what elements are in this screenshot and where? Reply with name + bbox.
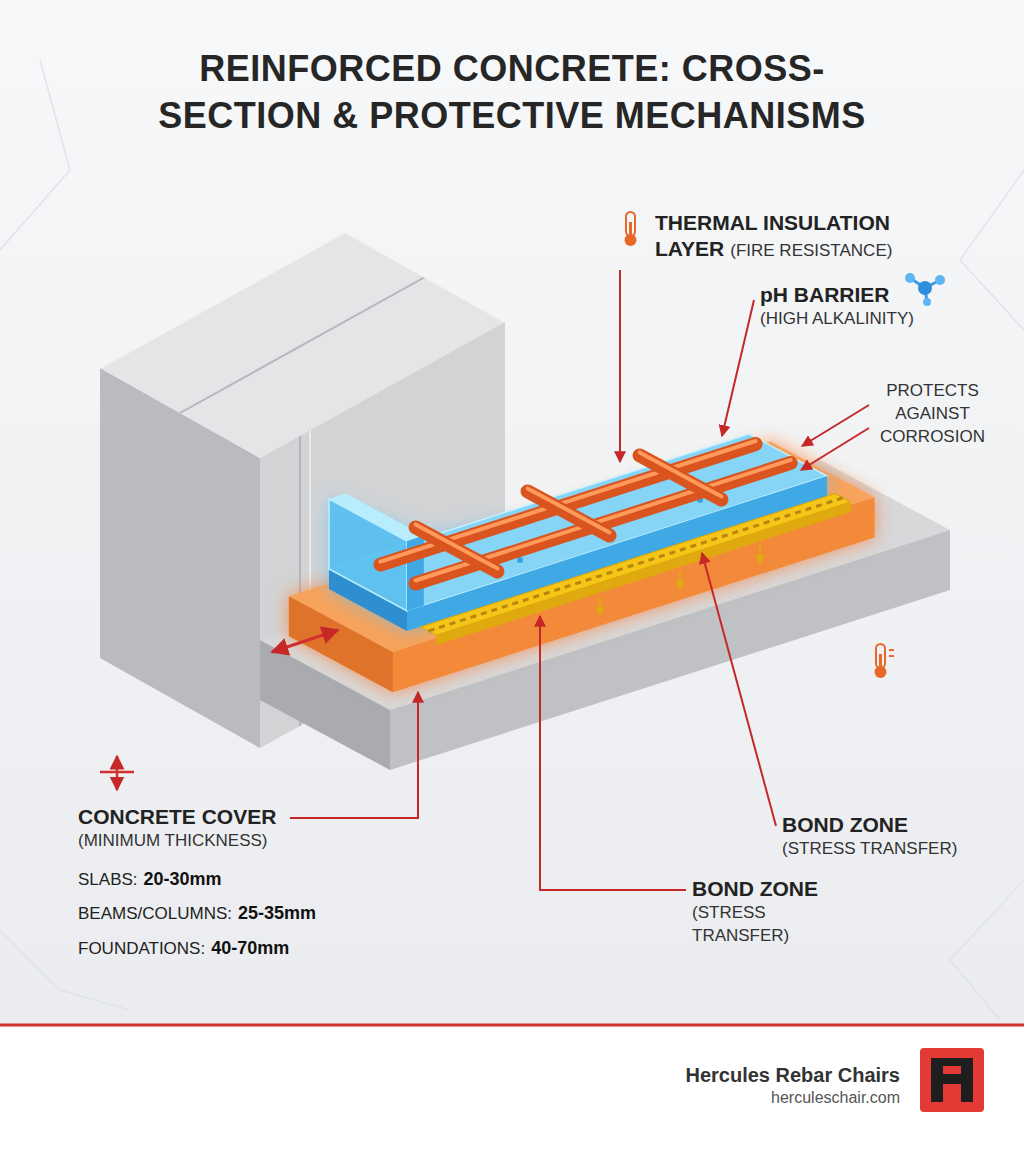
diagram-title: REINFORCED CONCRETE: CROSS-SECTION & PRO… bbox=[40, 46, 984, 140]
cover-icon bbox=[100, 756, 134, 790]
leader-line bbox=[801, 428, 869, 470]
thermometer-icon bbox=[879, 654, 882, 670]
joint-line bbox=[180, 277, 425, 413]
ph-barrier bbox=[329, 494, 424, 541]
brand-name: Hercules Rebar Chairs bbox=[685, 1064, 900, 1086]
thermometer-icon bbox=[875, 644, 895, 678]
cover-icon bbox=[116, 756, 119, 790]
background-line bbox=[0, 60, 70, 250]
rebar-highlight bbox=[640, 452, 722, 496]
label-row: herculeschair.com bbox=[685, 1088, 900, 1109]
load-arrow bbox=[759, 545, 761, 564]
logo-mark bbox=[931, 1058, 943, 1102]
rebar-highlight bbox=[528, 488, 610, 532]
label-row: SLABS: 20-30mm bbox=[78, 868, 316, 891]
leader-line bbox=[290, 692, 418, 818]
footer-rule bbox=[0, 1024, 1024, 1027]
leader-line bbox=[722, 300, 754, 436]
callout-group: THERMAL INSULATION LAYER(FIRE RESISTANCE… bbox=[655, 210, 955, 263]
cover-value: 20-30mm bbox=[144, 869, 222, 889]
logo-mark bbox=[943, 1074, 961, 1084]
leader-line bbox=[702, 553, 776, 826]
logo-mark bbox=[943, 1058, 961, 1066]
label-row: PROTECTS AGAINST CORROSION bbox=[875, 380, 990, 449]
callout-note: (HIGH ALKALINITY) bbox=[760, 309, 914, 328]
rebar bbox=[416, 463, 791, 584]
thermometer-icon bbox=[625, 212, 637, 246]
label-row: BOND ZONE bbox=[782, 812, 957, 838]
logo-box bbox=[920, 1048, 984, 1112]
label-row: (MINIMUM THICKNESS) bbox=[78, 830, 276, 853]
callout-group: PROTECTS AGAINST CORROSION bbox=[875, 380, 990, 449]
label-row: pH BARRIER bbox=[760, 282, 914, 308]
callout-group: Hercules Rebar Chairs herculeschair.com bbox=[685, 1062, 900, 1109]
label-row: CONCRETE COVER bbox=[78, 804, 276, 830]
callout-group: BOND ZONE (STRESS TRANSFER) bbox=[782, 812, 957, 861]
cover-element: FOUNDATIONS: bbox=[78, 939, 205, 958]
molecule-icon bbox=[923, 298, 931, 306]
leader-line bbox=[619, 270, 621, 462]
molecule-icon bbox=[905, 273, 945, 306]
leader-line bbox=[540, 616, 686, 890]
ph-barrier bbox=[407, 476, 827, 631]
callout-title: pH BARRIER bbox=[760, 283, 890, 306]
background-line bbox=[960, 170, 1024, 330]
brand-url: herculeschair.com bbox=[771, 1089, 900, 1106]
logo-mark bbox=[961, 1058, 973, 1102]
thermometer-icon bbox=[889, 649, 894, 651]
callout-note: (MINIMUM THICKNESS) bbox=[78, 831, 268, 850]
load-arrow bbox=[599, 597, 601, 616]
callout-group: pH BARRIER (HIGH ALKALINITY) bbox=[760, 282, 914, 331]
callout-group: CONCRETE COVER (MINIMUM THICKNESS) bbox=[78, 804, 276, 853]
background bbox=[0, 0, 1024, 1026]
rebar bbox=[640, 455, 722, 499]
label-row: (STRESS TRANSFER) bbox=[782, 838, 957, 861]
cover-element: BEAMS/COLUMNS: bbox=[78, 904, 232, 923]
callout-note: PROTECTS AGAINST CORROSION bbox=[880, 381, 985, 446]
label-row: BEAMS/COLUMNS: 25-35mm bbox=[78, 902, 316, 925]
rebar bbox=[528, 491, 610, 535]
callout-note: (STRESS TRANSFER) bbox=[782, 839, 957, 858]
callout-title: BOND ZONE bbox=[692, 877, 818, 900]
label-row: Hercules Rebar Chairs bbox=[685, 1062, 900, 1088]
leader-line bbox=[802, 405, 869, 446]
label-row: FOUNDATIONS: 40-70mm bbox=[78, 937, 316, 960]
callout-note: (FIRE RESISTANCE) bbox=[730, 241, 892, 260]
rebar-highlight bbox=[416, 460, 791, 581]
cover-value: 25-35mm bbox=[238, 903, 316, 923]
callout-title: BOND ZONE bbox=[782, 813, 908, 836]
rebar-highlight bbox=[416, 524, 498, 568]
molecule-icon bbox=[935, 275, 945, 285]
load-arrow bbox=[679, 571, 681, 590]
edge-highlight bbox=[100, 232, 505, 368]
background-line bbox=[950, 880, 1024, 1020]
label-row: (STRESS TRANSFER) bbox=[692, 902, 832, 948]
molecule-icon bbox=[905, 273, 915, 283]
cover-value: 40-70mm bbox=[211, 938, 289, 958]
cover-element: SLABS: bbox=[78, 870, 138, 889]
thermometer-icon bbox=[629, 222, 632, 238]
rebar bbox=[416, 527, 498, 571]
label-row: BOND ZONE bbox=[692, 876, 832, 902]
callout-note: (STRESS TRANSFER) bbox=[692, 903, 789, 945]
callout-group: BOND ZONE (STRESS TRANSFER) bbox=[692, 876, 832, 948]
callout-title: CONCRETE COVER bbox=[78, 805, 276, 828]
label-row: (HIGH ALKALINITY) bbox=[760, 308, 914, 331]
callout-group: SLABS: 20-30mmBEAMS/COLUMNS: 25-35mmFOUNDA… bbox=[78, 868, 316, 960]
label-row: THERMAL INSULATION LAYER(FIRE RESISTANCE… bbox=[655, 210, 955, 263]
thermometer-icon bbox=[889, 655, 894, 657]
dimension-arrow bbox=[272, 630, 338, 652]
footer-band bbox=[0, 1026, 1024, 1154]
molecule-icon bbox=[918, 281, 932, 295]
